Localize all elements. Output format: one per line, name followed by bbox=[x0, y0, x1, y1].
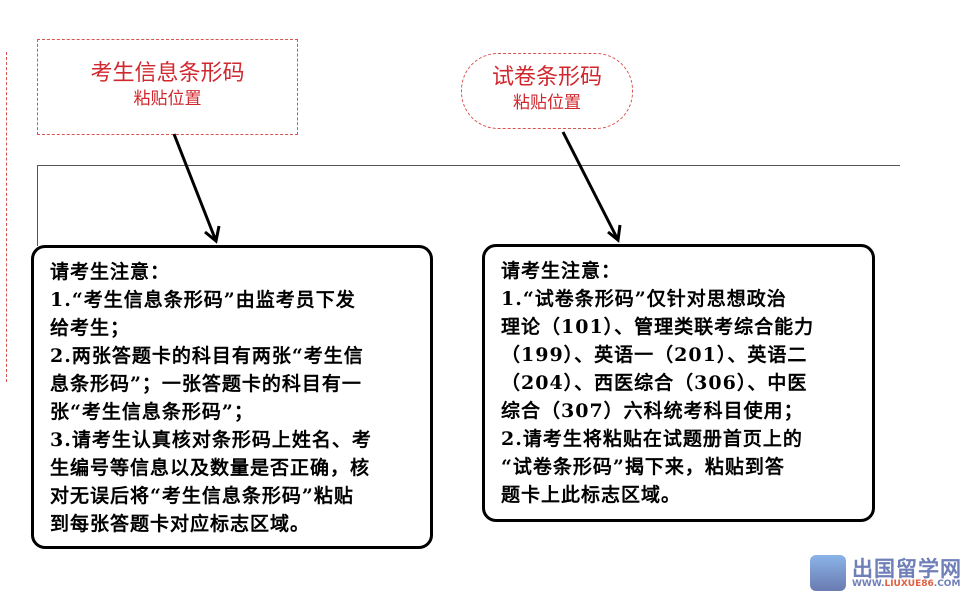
paper-barcode-area: 试卷条形码 粘贴位置 bbox=[461, 53, 633, 129]
watermark-logo: 出国留学网 WWW.LIUXUE86.COM bbox=[810, 553, 968, 595]
logo-icon bbox=[810, 555, 846, 591]
notice-line: 请考生注意： bbox=[50, 261, 171, 283]
notice-line: 3.请考生认真核对条形码上姓名、考 bbox=[50, 429, 372, 451]
notice-line: 生编号等信息以及数量是否正确，核 bbox=[50, 457, 371, 479]
notice-line: 对无误后将“考生信息条形码”粘贴 bbox=[50, 485, 354, 507]
notice-line: （204）、西医综合（306）、中医 bbox=[501, 372, 808, 394]
watermark-url: WWW.LIUXUE86.COM bbox=[852, 579, 960, 589]
notice-line: 综合（307）六科统考科目使用； bbox=[501, 400, 804, 422]
student-barcode-area: 考生信息条形码 粘贴位置 bbox=[37, 39, 298, 135]
paper-barcode-title: 试卷条形码 bbox=[491, 65, 602, 90]
notice-line: 到每张答题卡对应标志区域。 bbox=[50, 513, 311, 535]
notice-line: 息条形码”；一张答题卡的科目有一 bbox=[50, 373, 362, 395]
url-prefix: WWW. bbox=[852, 579, 885, 589]
notice-line: 2.两张答题卡的科目有两张“考生信 bbox=[50, 345, 364, 367]
arrow-left bbox=[172, 133, 221, 244]
notice-line: “试卷条形码”揭下来，粘贴到答 bbox=[501, 456, 785, 478]
answer-card-outline bbox=[37, 165, 900, 246]
notice-line: 1.“考生信息条形码”由监考员下发 bbox=[50, 289, 356, 311]
notice-line: （199）、英语一（201）、英语二 bbox=[501, 344, 808, 366]
paper-barcode-subtitle: 粘贴位置 bbox=[513, 93, 581, 113]
url-suffix: .COM bbox=[933, 579, 961, 589]
notice-line: 请考生注意： bbox=[501, 260, 622, 282]
arrow-right bbox=[561, 131, 622, 243]
notice-line: 张“考生信息条形码”； bbox=[50, 401, 254, 423]
watermark-name: 出国留学网 bbox=[852, 557, 962, 581]
student-barcode-subtitle: 粘贴位置 bbox=[133, 89, 202, 109]
dashed-margin-line bbox=[6, 52, 7, 382]
url-mid: LIUXUE86 bbox=[884, 579, 934, 589]
paper-barcode-notice: 请考生注意： 1.“试卷条形码”仅针对思想政治理论（101）、管理类联考综合能力 （… bbox=[482, 244, 875, 522]
student-barcode-title: 考生信息条形码 bbox=[90, 61, 245, 86]
notice-line: 2.请考生将粘贴在试题册首页上的 bbox=[501, 428, 803, 450]
notice-line: 理论（101）、管理类联考综合能力 bbox=[501, 316, 815, 338]
notice-line: 1.“试卷条形码”仅针对思想政治 bbox=[501, 288, 787, 310]
student-barcode-notice: 请考生注意： 1.“考生信息条形码”由监考员下发给考生； 2.两张答题卡的科目有两张… bbox=[31, 245, 433, 549]
notice-line: 给考生； bbox=[50, 317, 131, 339]
notice-line: 题卡上此标志区域。 bbox=[501, 484, 682, 506]
